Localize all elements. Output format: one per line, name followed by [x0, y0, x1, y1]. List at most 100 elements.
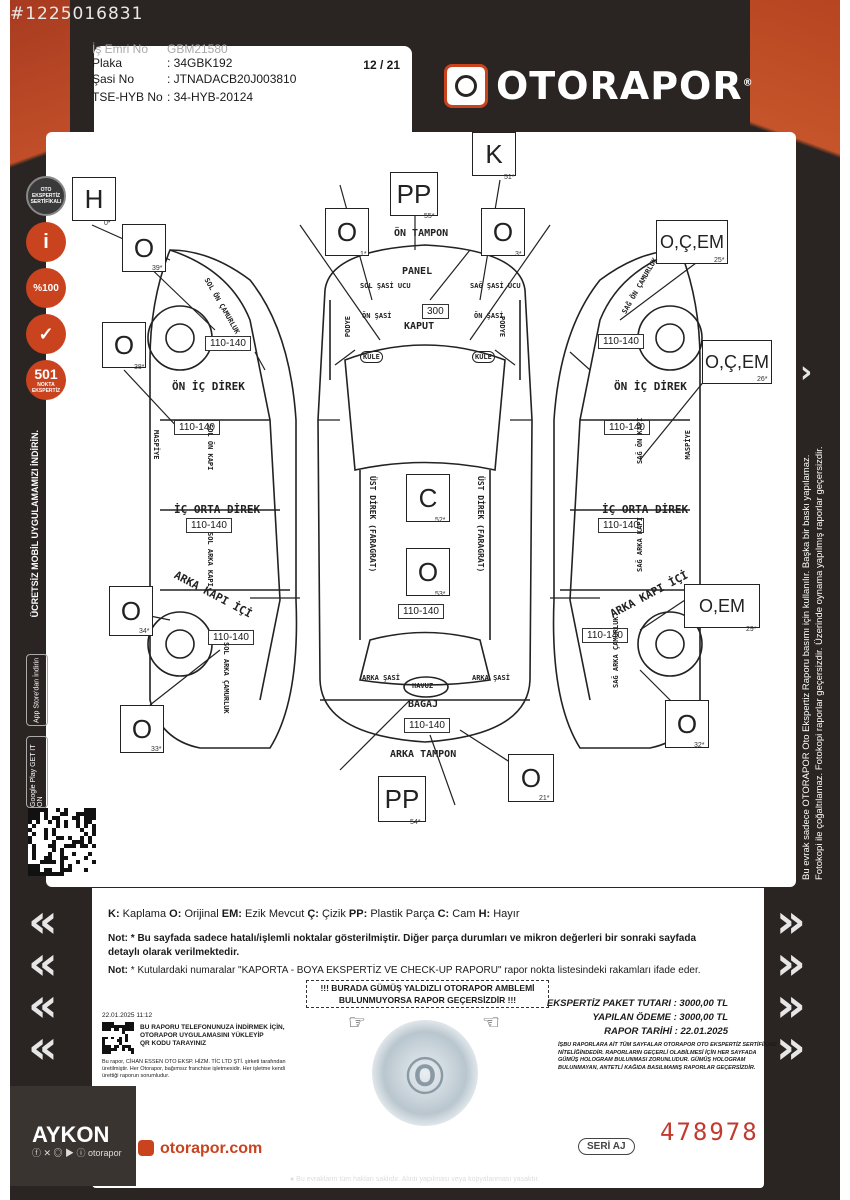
note-2: Not: * Kutulardaki numaralar "KAPORTA - … — [108, 965, 701, 976]
label-right-rear-fender: SAĞ ARKA ÇAMURLUK — [612, 616, 620, 688]
qr-module — [28, 864, 32, 868]
qr-module — [125, 1024, 129, 1028]
damage-box-left-front-door: O — [102, 322, 146, 368]
vehicle-info-panel: İş Emri No GBM21580 Plaka : 34GBK192 Şas… — [92, 42, 412, 146]
chevron-left-decor-icon: «««« — [28, 894, 58, 1074]
qr-module — [84, 820, 88, 824]
qr-module — [76, 840, 80, 844]
micron-left-front-fender: 110-140 — [205, 336, 251, 351]
qr-module — [80, 844, 84, 848]
chevron-right-decor-icon: »»»» — [776, 894, 806, 1074]
qr-module — [44, 832, 48, 836]
qr-module — [102, 1039, 105, 1043]
qr-module — [128, 1024, 132, 1028]
qr-module — [40, 860, 44, 864]
qr-module — [44, 860, 48, 864]
qr-module — [119, 1039, 123, 1043]
qr-module — [44, 816, 48, 820]
qr-module — [125, 1033, 129, 1037]
qr-module — [76, 860, 80, 864]
qr-module — [113, 1048, 117, 1052]
label-left-strut: SOL ŞASİ UCU — [360, 282, 411, 290]
label-rear-right-chassis: ARKA ŞASİ — [472, 674, 510, 682]
micron-trunk: 110-140 — [398, 604, 444, 619]
validity-text: İŞBU RAPORLARA AİT TÜM SAYFALAR OTORAPOR… — [558, 1042, 777, 1071]
qr-module — [60, 872, 64, 876]
qr-module — [88, 840, 92, 844]
qr-module — [60, 856, 64, 860]
qr-module — [104, 1048, 108, 1052]
qr-module — [36, 816, 40, 820]
download-app-text: ÜCRETSİZ MOBİL UYGULAMAMIZI İNDİRİN. — [30, 430, 40, 618]
qr-module — [116, 1039, 120, 1043]
qr-module — [84, 824, 88, 828]
qr-module — [28, 868, 32, 872]
qr-module — [44, 872, 48, 876]
label-roof-left: ÜST DİREK (FARAGRAT) — [368, 476, 377, 573]
label-front-bumper: ÖN TAMPON — [394, 228, 449, 239]
qr-module — [92, 824, 96, 828]
qr-module — [80, 840, 84, 844]
qr-module — [125, 1036, 129, 1040]
qr-module — [48, 860, 52, 864]
qr-module — [52, 872, 56, 876]
qr-module — [116, 1045, 120, 1049]
qr-module — [60, 852, 64, 856]
qr-module — [56, 816, 60, 820]
hand-pointer-left-icon: ☞ — [348, 1012, 366, 1034]
qr-module — [125, 1045, 129, 1049]
label-right-podye: PODYE — [498, 316, 506, 338]
qr-module — [72, 840, 76, 844]
page-number: 12 / 21 — [363, 58, 400, 72]
qr-module — [32, 808, 36, 812]
qr-module — [32, 812, 36, 816]
hologram-seal-icon: Ⓞ — [372, 1020, 478, 1126]
google-play-button[interactable]: Google Play GET IT ON — [26, 736, 48, 808]
qr-module — [102, 1042, 105, 1046]
label-rear-bumper: ARKA TAMPON — [390, 749, 457, 760]
damage-box-roof-k: K — [472, 132, 516, 176]
qr-module — [28, 872, 32, 876]
disclaimer-vertical: Bu evrak sadece OTORAPOR Oto Ekspertiz R… — [801, 446, 825, 881]
qr-module — [28, 808, 32, 812]
qr-module — [119, 1042, 123, 1046]
qr-module — [28, 816, 32, 820]
qr-module — [92, 832, 96, 836]
qr-instructions: BU RAPORU TELEFONUNUZA İNDİRMEK İÇİN,OTO… — [140, 1024, 285, 1047]
qr-module — [32, 824, 36, 828]
label-right-strut: SAĞ ŞASİ UCU — [470, 282, 521, 290]
qr-module — [92, 816, 96, 820]
qr-module — [40, 872, 44, 876]
qr-module — [84, 832, 88, 836]
qr-module — [60, 860, 64, 864]
label-right-b-pillar: İÇ ORTA DİREK — [602, 503, 689, 516]
qr-module — [52, 840, 56, 844]
qr-module — [36, 808, 40, 812]
website-link[interactable]: otorapor.com — [160, 1140, 263, 1157]
qr-module — [56, 872, 60, 876]
qr-module — [48, 868, 52, 872]
app-store-button[interactable]: App Store'dan İndirin — [26, 654, 48, 726]
qr-module — [32, 848, 36, 852]
qr-module — [104, 1027, 108, 1031]
damage-box-right-rear-door: O,EM — [684, 584, 760, 628]
label-right-rear-door: SAĞ ARKA KAPI — [636, 517, 644, 572]
damage-box-front-right-chassis: O — [481, 208, 525, 256]
qr-module — [52, 828, 56, 832]
qr-module — [52, 848, 56, 852]
qr-module — [72, 844, 76, 848]
qr-module — [64, 868, 68, 872]
qr-module — [48, 820, 52, 824]
qr-module — [48, 852, 52, 856]
qr-module — [113, 1024, 117, 1028]
qr-module — [28, 836, 32, 840]
qr-module — [80, 812, 84, 816]
qr-module — [104, 1045, 108, 1049]
qr-module — [113, 1027, 117, 1031]
qr-module — [84, 816, 88, 820]
label-trunk: BAGAJ — [408, 699, 439, 710]
qr-module — [56, 808, 60, 812]
points-badge-icon: 501 NOKTA EKSPERTİZ — [26, 360, 66, 400]
qr-module — [32, 816, 36, 820]
qr-module — [84, 856, 88, 860]
